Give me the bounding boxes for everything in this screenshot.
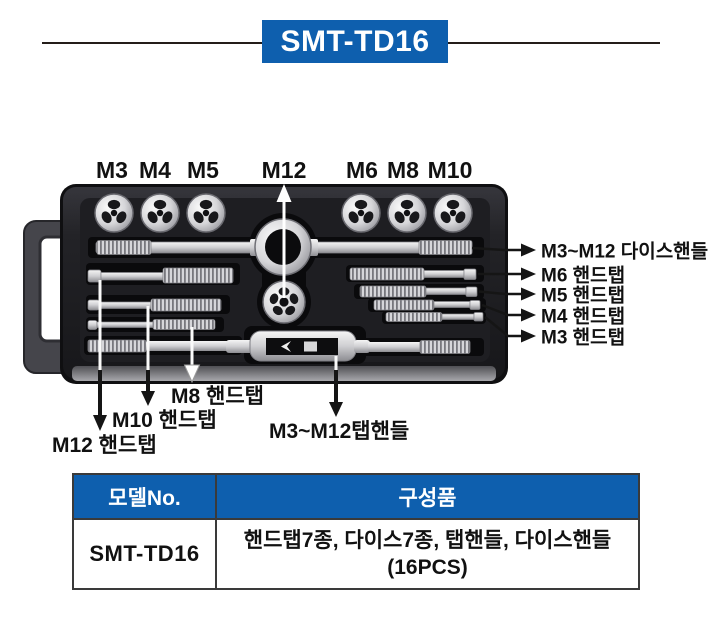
part-label-m12-tap: M12 핸드탭 (52, 434, 157, 457)
size-label-m5: M5 (187, 157, 219, 183)
components-line-1: 핸드탭7종, 다이스7종, 탭핸들, 다이스핸들 (243, 528, 612, 552)
table-cell-model: SMT-TD16 (74, 520, 217, 588)
part-label-m5-tap: M5 핸드탭 (541, 285, 626, 307)
hand-taps-left (87, 267, 234, 330)
table-header-model: 모델No. (74, 475, 217, 520)
down-arrow-icon-m12-tap (93, 280, 107, 431)
hand-taps-right (349, 267, 484, 322)
table-cell-components: 핸드탭7종, 다이스7종, 탭핸들, 다이스핸들 (16PCS) (217, 520, 638, 588)
model-title-badge: SMT-TD16 (262, 20, 448, 63)
annotation-arrows (93, 184, 536, 431)
part-label-m4-tap: M4 핸드탭 (541, 306, 626, 328)
up-arrow-icon-m12 (276, 184, 292, 298)
part-label-dies-handle: M3~M12 다이스핸들 (541, 241, 709, 263)
table-header-components: 구성품 (217, 475, 638, 520)
size-label-m4: M4 (139, 157, 171, 183)
down-arrow-icon-m8-tap (183, 327, 201, 384)
right-arrow-heads (521, 243, 536, 343)
down-arrow-icon-tap-handle (329, 356, 343, 417)
part-label-m8-tap: M8 핸드탭 (171, 385, 264, 408)
spec-table: 모델No. 구성품 SMT-TD16 핸드탭7종, 다이스7종, 탭핸들, 다이… (72, 473, 640, 590)
down-arrow-icon-m10-tap (141, 306, 155, 406)
die-stock-handle (95, 218, 473, 276)
part-label-m10-tap: M10 핸드탭 (112, 409, 217, 432)
size-label-m6: M6 (346, 157, 378, 183)
size-label-m10: M10 (427, 157, 473, 183)
size-label-m8: M8 (387, 157, 419, 183)
tap-wrench-handle (87, 330, 471, 362)
size-label-m3: M3 (96, 157, 128, 183)
right-arrow-icons (471, 246, 523, 338)
part-label-m6-tap: M6 핸드탭 (541, 265, 626, 287)
part-label-m3-tap: M3 핸드탭 (541, 327, 626, 349)
part-label-tap-handle: M3~M12탭핸들 (269, 420, 410, 443)
components-line-2: (16PCS) (387, 556, 468, 579)
size-label-m12: M12 (261, 157, 307, 183)
